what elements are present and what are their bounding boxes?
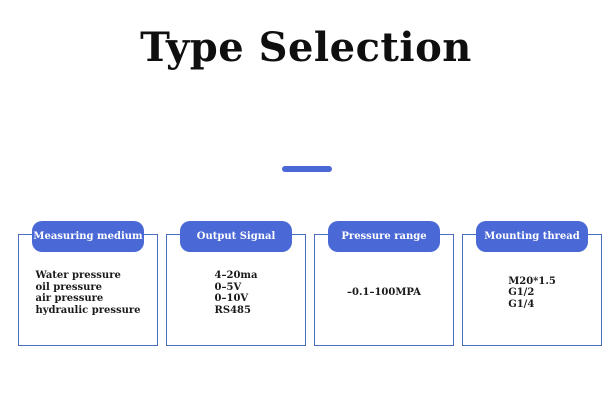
card-body-pressure-range: –0.1–100MPA: [314, 234, 454, 346]
card-line: –0.1–100MPA: [347, 287, 421, 299]
card-line: air pressure: [35, 293, 104, 304]
card-header-measuring-medium: Measuring medium: [32, 221, 144, 252]
card-lines: 4–20ma 0–5V 0–10V RS485: [215, 270, 258, 316]
card-lines: –0.1–100MPA: [347, 287, 421, 299]
card-line: 0–10V: [214, 293, 249, 304]
card-line: G1/2: [508, 287, 535, 299]
card-line: 4–20ma: [214, 270, 258, 281]
card-header-mounting-thread: Mounting thread: [476, 221, 588, 252]
card-mounting-thread: Mounting thread M20*1.5 G1/2 G1/4: [462, 221, 602, 346]
card-line: hydraulic pressure: [35, 304, 141, 316]
page-title: Type Selection: [140, 24, 472, 71]
title-underline-dash: [282, 166, 332, 172]
card-body-output-signal: 4–20ma 0–5V 0–10V RS485: [166, 234, 306, 346]
card-line: 0–5V: [214, 281, 242, 293]
card-line: oil pressure: [35, 281, 103, 293]
cards-row: Measuring medium Water pressure oil pres…: [18, 221, 602, 346]
card-header-output-signal: Output Signal: [180, 221, 292, 252]
card-measuring-medium: Measuring medium Water pressure oil pres…: [18, 221, 158, 346]
card-lines: M20*1.5 G1/2 G1/4: [508, 276, 556, 311]
card-line: RS485: [214, 304, 251, 316]
card-body-measuring-medium: Water pressure oil pressure air pressure…: [18, 234, 158, 346]
card-lines: Water pressure oil pressure air pressure…: [35, 270, 140, 316]
card-line: Water pressure: [35, 270, 121, 281]
card-line: M20*1.5: [508, 275, 556, 287]
card-header-pressure-range: Pressure range: [328, 221, 440, 252]
card-line: G1/4: [508, 298, 535, 310]
card-body-mounting-thread: M20*1.5 G1/2 G1/4: [462, 234, 602, 346]
card-pressure-range: Pressure range –0.1–100MPA: [314, 221, 454, 346]
card-output-signal: Output Signal 4–20ma 0–5V 0–10V RS485: [166, 221, 306, 346]
